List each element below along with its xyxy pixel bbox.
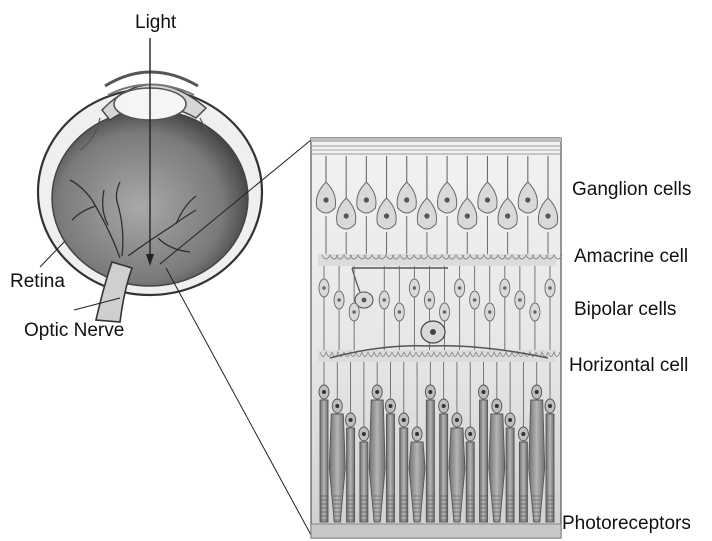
ganglion-nucleus — [465, 213, 470, 218]
rod-cell — [519, 442, 527, 522]
bipolar-nucleus — [428, 298, 432, 302]
photoreceptor-nucleus-dot — [482, 390, 486, 394]
bipolar-nucleus — [398, 310, 402, 314]
photoreceptor-nucleus-dot — [375, 390, 379, 394]
rod-cell — [546, 414, 554, 522]
bipolar-nucleus — [473, 298, 477, 302]
photoreceptor-nucleus-dot — [521, 432, 525, 436]
photoreceptor-nucleus-dot — [322, 390, 326, 394]
bipolar-cells-label: Bipolar cells — [574, 300, 676, 319]
optic-nerve-label: Optic Nerve — [24, 321, 124, 340]
ganglion-nucleus — [424, 213, 429, 218]
ganglion-nucleus — [485, 197, 490, 202]
bipolar-nucleus — [548, 286, 552, 290]
photoreceptor-nucleus-dot — [402, 418, 406, 422]
ganglion-nucleus — [404, 197, 409, 202]
light-label: Light — [135, 13, 176, 32]
ganglion-nucleus — [444, 197, 449, 202]
rod-cell — [386, 414, 394, 522]
photoreceptor-nucleus-dot — [388, 404, 392, 408]
amacrine-cell-label: Amacrine cell — [574, 247, 688, 266]
ganglion-nucleus — [344, 213, 349, 218]
photoreceptor-nucleus-dot — [428, 390, 432, 394]
bipolar-nucleus — [413, 286, 417, 290]
eyeball — [38, 38, 262, 322]
bipolar-nucleus — [443, 310, 447, 314]
bipolar-nucleus — [352, 310, 356, 314]
inner-plexiform-layer — [318, 254, 556, 266]
photoreceptor-nucleus-dot — [349, 418, 353, 422]
bipolar-nucleus — [488, 310, 492, 314]
photoreceptor-nucleus-dot — [335, 404, 339, 408]
ganglion-nucleus — [545, 213, 550, 218]
bipolar-nucleus — [382, 298, 386, 302]
rod-cell — [480, 400, 488, 522]
ganglion-nucleus — [364, 197, 369, 202]
horizontal-cell-label: Horizontal cell — [569, 356, 688, 375]
photoreceptor-nucleus-dot — [548, 404, 552, 408]
photoreceptor-nucleus-dot — [415, 432, 419, 436]
ganglion-nucleus — [323, 197, 328, 202]
photoreceptor-nucleus-dot — [508, 418, 512, 422]
rod-cell — [320, 400, 328, 522]
bipolar-nucleus — [518, 298, 522, 302]
ganglion-nucleus — [525, 197, 530, 202]
horizontal-nucleus — [430, 329, 436, 335]
photoreceptor-nucleus-dot — [442, 404, 446, 408]
photoreceptor-nucleus-dot — [495, 404, 499, 408]
bipolar-nucleus — [533, 310, 537, 314]
rod-cell — [466, 442, 474, 522]
rod-cell — [360, 442, 368, 522]
retina-cross-section — [311, 138, 562, 538]
photoreceptors-label: Photoreceptors — [562, 514, 691, 533]
rod-cell — [426, 400, 434, 522]
retina-label: Retina — [10, 272, 65, 291]
bipolar-nucleus — [503, 286, 507, 290]
bipolar-nucleus — [337, 298, 341, 302]
ganglion-cells-label: Ganglion cells — [572, 180, 691, 199]
amacrine-nucleus — [362, 298, 367, 303]
ganglion-nucleus — [505, 213, 510, 218]
photoreceptor-nucleus-dot — [455, 418, 459, 422]
photoreceptor-nucleus-dot — [362, 432, 366, 436]
bipolar-nucleus — [322, 286, 326, 290]
photoreceptor-nucleus-dot — [468, 432, 472, 436]
rod-cell — [440, 414, 448, 522]
photoreceptor-nucleus-dot — [535, 390, 539, 394]
bipolar-nucleus — [458, 286, 462, 290]
ganglion-nucleus — [384, 213, 389, 218]
